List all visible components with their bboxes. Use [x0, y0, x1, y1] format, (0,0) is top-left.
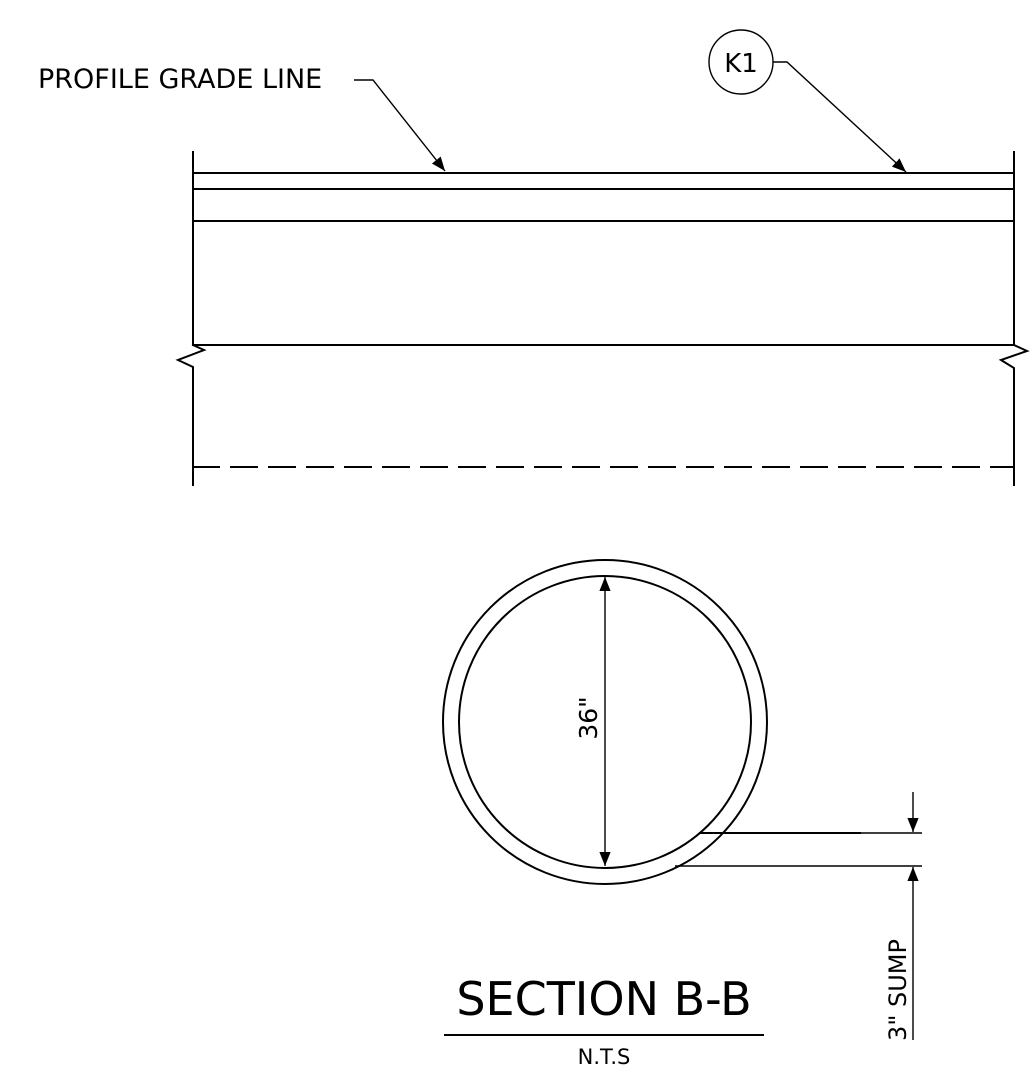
- sump-label: 3" SUMP: [884, 939, 912, 1041]
- sump-dimension: 3" SUMP: [675, 792, 922, 1041]
- k1-leader: [773, 61, 907, 173]
- pipe-section: 36": [442, 559, 768, 885]
- section-title: SECTION B-B: [456, 972, 751, 1026]
- section-title-block: SECTION B-B N.T.S: [444, 972, 764, 1069]
- profile-grade-line-label: PROFILE GRADE LINE: [38, 64, 322, 95]
- profile-view: [175, 151, 1030, 486]
- left-break-symbol: [175, 343, 207, 486]
- diameter-label: 36": [574, 696, 603, 739]
- profile-grade-line-label-group: PROFILE GRADE LINE: [38, 64, 446, 172]
- k1-callout-label: K1: [724, 49, 758, 79]
- k1-callout: K1: [708, 29, 907, 173]
- scale-note: N.T.S: [578, 1045, 631, 1069]
- right-break-symbol: [998, 343, 1030, 486]
- profile-grade-leader: [354, 79, 446, 172]
- pipe-inner-wall: [458, 575, 752, 869]
- pipe-outer-wall: [442, 559, 768, 885]
